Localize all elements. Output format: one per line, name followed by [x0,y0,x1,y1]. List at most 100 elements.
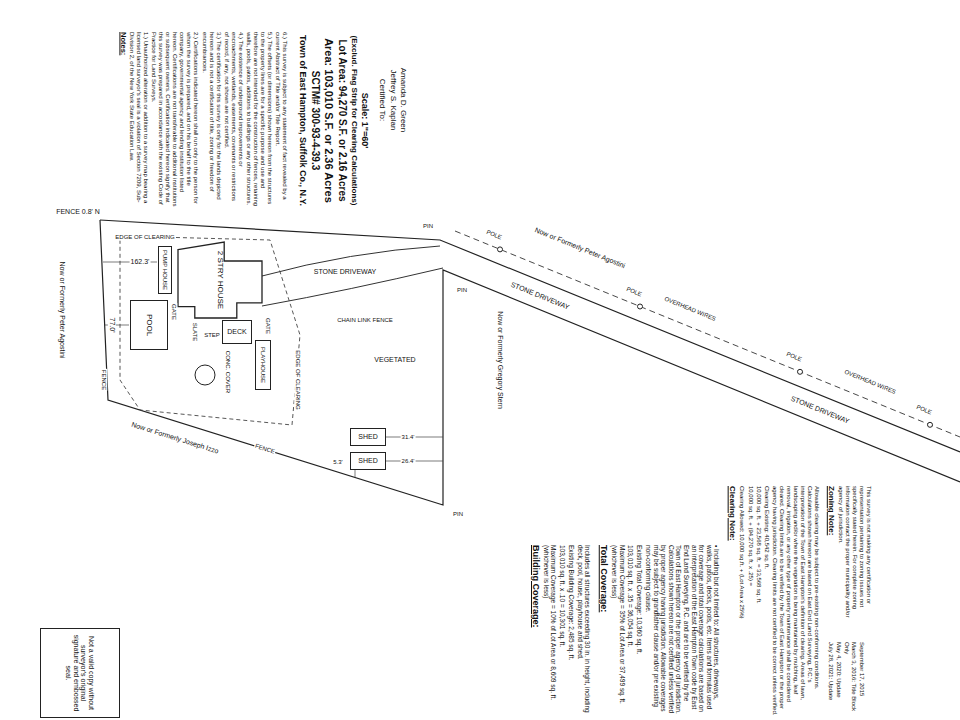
shed: SHED [350,452,386,470]
text-holder: Not a valid copy without surveyor's orig… [65,633,96,713]
pin-label: PIN [422,223,434,230]
vegetation-label: VEGETATED [373,356,416,364]
utility-pole [498,247,503,252]
house-outline: 2 STRY HOUSE [178,242,262,318]
gate-label: GATE [265,317,272,335]
node-text: SHED [358,457,377,465]
utility-pole [928,422,933,427]
node-text: POOL [145,314,154,336]
block-text: July 28, 2021: Update [827,642,834,718]
total-coverage-block: Total Coverage:Maximum Coverage = 35% of… [598,545,721,717]
node-text: Not a valid copy without surveyor's orig… [65,633,96,713]
block-text: Allowable clearing may be subject to pre… [771,486,820,716]
node-text: PLAYHOUSE [260,347,267,383]
block-heading: Building Coverage: [531,545,542,717]
overhead-wires [455,231,960,437]
text-holder: PUMP HOUSE [162,250,169,290]
block-text: SCTM# 300-93-4-39.3 [310,18,322,223]
neighbor-name: Now or Formerly Peter Agostini [533,226,627,270]
gate-label: GATE [171,303,178,321]
text-holder: SHED [358,433,377,441]
node-text: 2 STRY HOUSE [216,251,225,309]
block-text: Area: 103,010 S.F. or 2.36 Acres [323,18,336,223]
block-text: 10,000 sq. ft. + 23,568 sq. ft. = 33,568… [754,486,761,716]
dimension-line [355,470,356,477]
block-text: 4.) The existence of underground improve… [223,32,244,207]
block-text: • Including but not limited to: All stru… [644,545,720,717]
node-text: DECK [227,328,246,336]
block-text: 2.) Certifications indicated hereon shal… [151,32,200,207]
block-text: Town of East Hampton, Suffolk Co., N.Y. [298,18,309,223]
block-text: Amanda D. Green [399,55,408,145]
block-text: 3.) The certification for this survey is… [201,32,222,207]
block-text: Maximum Coverage = 35% of Lot Area or 37… [610,545,625,717]
title-block: Town of East Hampton, Suffolk Co., N.Y.S… [297,18,371,223]
dimension: 162.3' [130,258,151,266]
block-text: Maximum Coverage = 10% of Lot Area or 8,… [542,545,557,717]
pin-label: PIN [456,287,468,294]
block-text: March 3, 2016: Title Block Only [843,642,857,718]
dimension: 5.3' [332,459,344,466]
fence-label: FENCE [253,443,276,456]
node-text: PUMP HOUSE [162,250,169,290]
block-text: Lot Area: 94,270 S.F. or 2.16 Acres [337,18,349,223]
driveway-label: STONE DRIVEWAY [509,280,572,311]
revision-dates: July 28, 2021: UpdateMay 4, 2020: Update… [826,642,866,718]
pump-house: PUMP HOUSE [158,246,172,294]
block-text: This survey is not making any certificat… [838,486,873,634]
deck: DECK [222,320,252,344]
shed: SHED [350,428,386,446]
block-text: 5.) The offsets (or dimensions) shown he… [246,32,274,207]
block-text: May 4, 2020: Update [835,642,842,718]
block-text: Clearing Allowed: 10,000 sq.ft. + (Lot A… [738,486,745,716]
notice-box: Not a valid copy without surveyor's orig… [40,628,120,718]
fence-note: FENCE 0.8' N [55,208,101,216]
block-text: Jeffrey S. Kaplan [388,55,397,145]
edge-of-clearing [120,236,300,425]
property-line [100,220,960,505]
pool: POOL [130,300,168,350]
utility-pole [798,369,803,374]
step-label: STEP [203,332,221,339]
utility-pole [638,304,643,309]
text-holder: PLAYHOUSE [260,347,267,383]
block-text: Scale: 1"=60' [360,18,371,223]
dimension: 26.4' [401,458,416,465]
neighbor-name: Now or Formerly Gregory Stern [496,310,504,410]
block-text: (Exclud. Flag Strip for Clearing Calcula… [350,18,359,223]
block-text: Includes all structures exceeding 30 in.… [576,545,591,717]
round-structure [195,365,215,385]
block-heading: Zoning Note: [827,486,836,634]
driveway-label: STONE DRIVEWAY [313,268,378,276]
dimension: 31.4' [401,434,416,441]
block-text: September 17, 2015 [859,642,866,718]
clearing-label: EDGE OF CLEARING [114,234,175,241]
fence-label: FENCE [101,369,108,391]
cover-label: CONC. COVER [225,350,232,394]
driveway-edge [262,246,440,276]
building-coverage-block: Building Coverage:Maximum Coverage = 10%… [530,545,592,717]
pole-label: POLE [784,351,803,364]
wires-label: OVERHEAD WIRES [842,368,897,396]
block-text: 103,010 sq. ft. x .10 = 10,301 sq. ft. [559,545,567,717]
neighbor-name: Now or Formerly Joseph Izzo [129,420,220,455]
property-line [100,220,960,452]
house-outline-path [178,242,262,318]
pole-label: POLE [914,404,933,417]
playhouse: PLAYHOUSE [255,340,271,390]
text-holder: DECK [227,328,246,336]
dimension: 77.0' [108,317,116,334]
neighbor-name: Now or Formerly Peter Agostini [58,261,66,360]
surface-label: SLATE [192,322,199,343]
node-text: SHED [358,433,377,441]
pole-label: POLE [624,286,643,299]
clearing-label: EDGE OF CLEARING [295,349,302,410]
pin-label: PIN [452,511,464,518]
block-heading: Clearing Note: [727,486,736,716]
pole-label: POLE [484,229,503,242]
zoning-note-block: Zoning Note:This survey is not making an… [826,486,873,634]
block-text: 6.) This survey is subject to any statem… [275,32,289,207]
driveway-label: STONE DRIVEWAY [789,394,852,425]
block-text: Certified To: [378,55,387,145]
